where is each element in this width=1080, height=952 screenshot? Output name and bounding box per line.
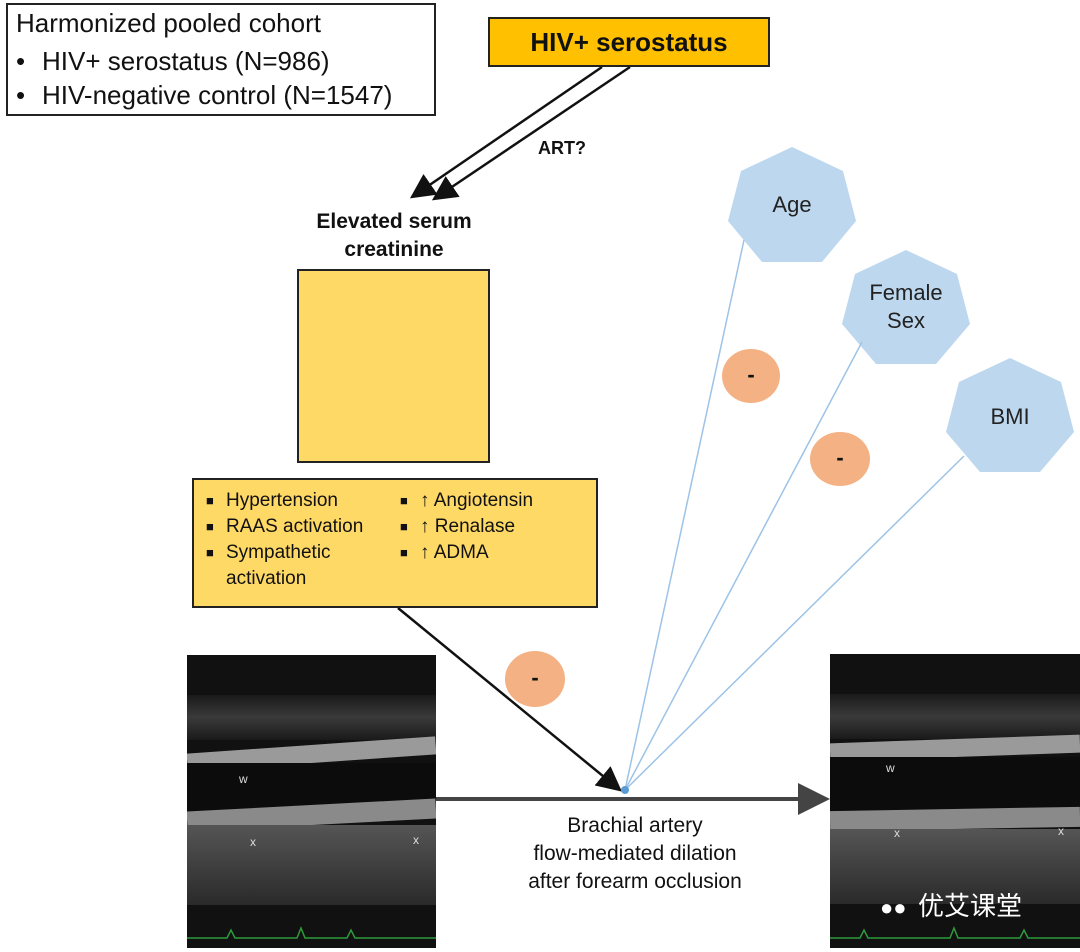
cohort-item-control: •HIV-negative control (N=1547)	[16, 80, 393, 110]
effect-hypertension: ■Hypertension	[206, 490, 338, 512]
ultrasound-after: w x x	[830, 654, 1080, 948]
fmd-label: Brachial artery flow-mediated dilation a…	[528, 814, 742, 893]
cohort-item-hiv: •HIV+ serostatus (N=986)	[16, 46, 330, 76]
line-sex-to-fmd	[624, 341, 863, 791]
kidney-box	[297, 269, 490, 463]
female-sex-heptagon	[842, 250, 970, 364]
art-label: ART?	[538, 138, 586, 158]
cross-mark-left-b: x	[413, 833, 419, 847]
minus-sign-age: -	[747, 362, 755, 387]
effect-renalase: ■↑ Renalase	[400, 516, 516, 538]
arrow-hiv-art-to-creatinine	[431, 65, 631, 201]
creatinine-label: Elevated serum creatinine	[316, 210, 472, 261]
ultrasound-before: w x x	[187, 655, 436, 948]
wechat-icon: ●●	[880, 895, 907, 920]
effects-box: ■Hypertension ■RAAS activation ■Sympathe…	[192, 478, 598, 608]
bmi-label: BMI	[990, 404, 1030, 429]
bmi-heptagon	[946, 358, 1074, 472]
minus-circle-creatinine	[505, 651, 565, 707]
cohort-box	[6, 3, 436, 116]
effect-sympathetic-cont: activation	[226, 568, 307, 590]
minus-sign-sex: -	[836, 445, 844, 470]
minus-circle-sex	[810, 432, 870, 486]
arrow-hiv-to-creatinine	[409, 65, 603, 199]
cross-mark-right-b: x	[1058, 824, 1064, 838]
ecg-trace-left	[187, 925, 436, 939]
fmd-point	[621, 786, 629, 794]
cross-mark-right-a: x	[894, 826, 900, 840]
cohort-title: Harmonized pooled cohort	[16, 8, 321, 38]
wall-mark-left: w	[239, 772, 248, 786]
wall-mark-right: w	[886, 761, 895, 775]
arrow-effects-to-fmd	[397, 607, 622, 792]
age-label: Age	[772, 192, 812, 217]
cohort-item-hiv-label: HIV+ serostatus (N=986)	[42, 46, 330, 76]
minus-circle-age	[722, 349, 780, 403]
effect-sympathetic: ■Sympathetic	[206, 542, 331, 564]
line-bmi-to-fmd	[624, 455, 965, 791]
minus-sign-creatinine: -	[531, 665, 539, 690]
age-heptagon	[728, 147, 856, 262]
cohort-item-control-label: HIV-negative control (N=1547)	[42, 80, 393, 110]
cross-mark-left-a: x	[250, 835, 256, 849]
effect-adma: ■↑ ADMA	[400, 542, 489, 564]
line-age-to-fmd	[624, 239, 745, 791]
watermark: ●●优艾课堂	[880, 891, 1023, 921]
effect-angiotensin: ■↑ Angiotensin	[400, 490, 534, 512]
hiv-serostatus-box: HIV+ serostatus	[488, 17, 770, 67]
ecg-trace-right	[830, 925, 1080, 939]
effect-raas: ■RAAS activation	[206, 516, 364, 538]
